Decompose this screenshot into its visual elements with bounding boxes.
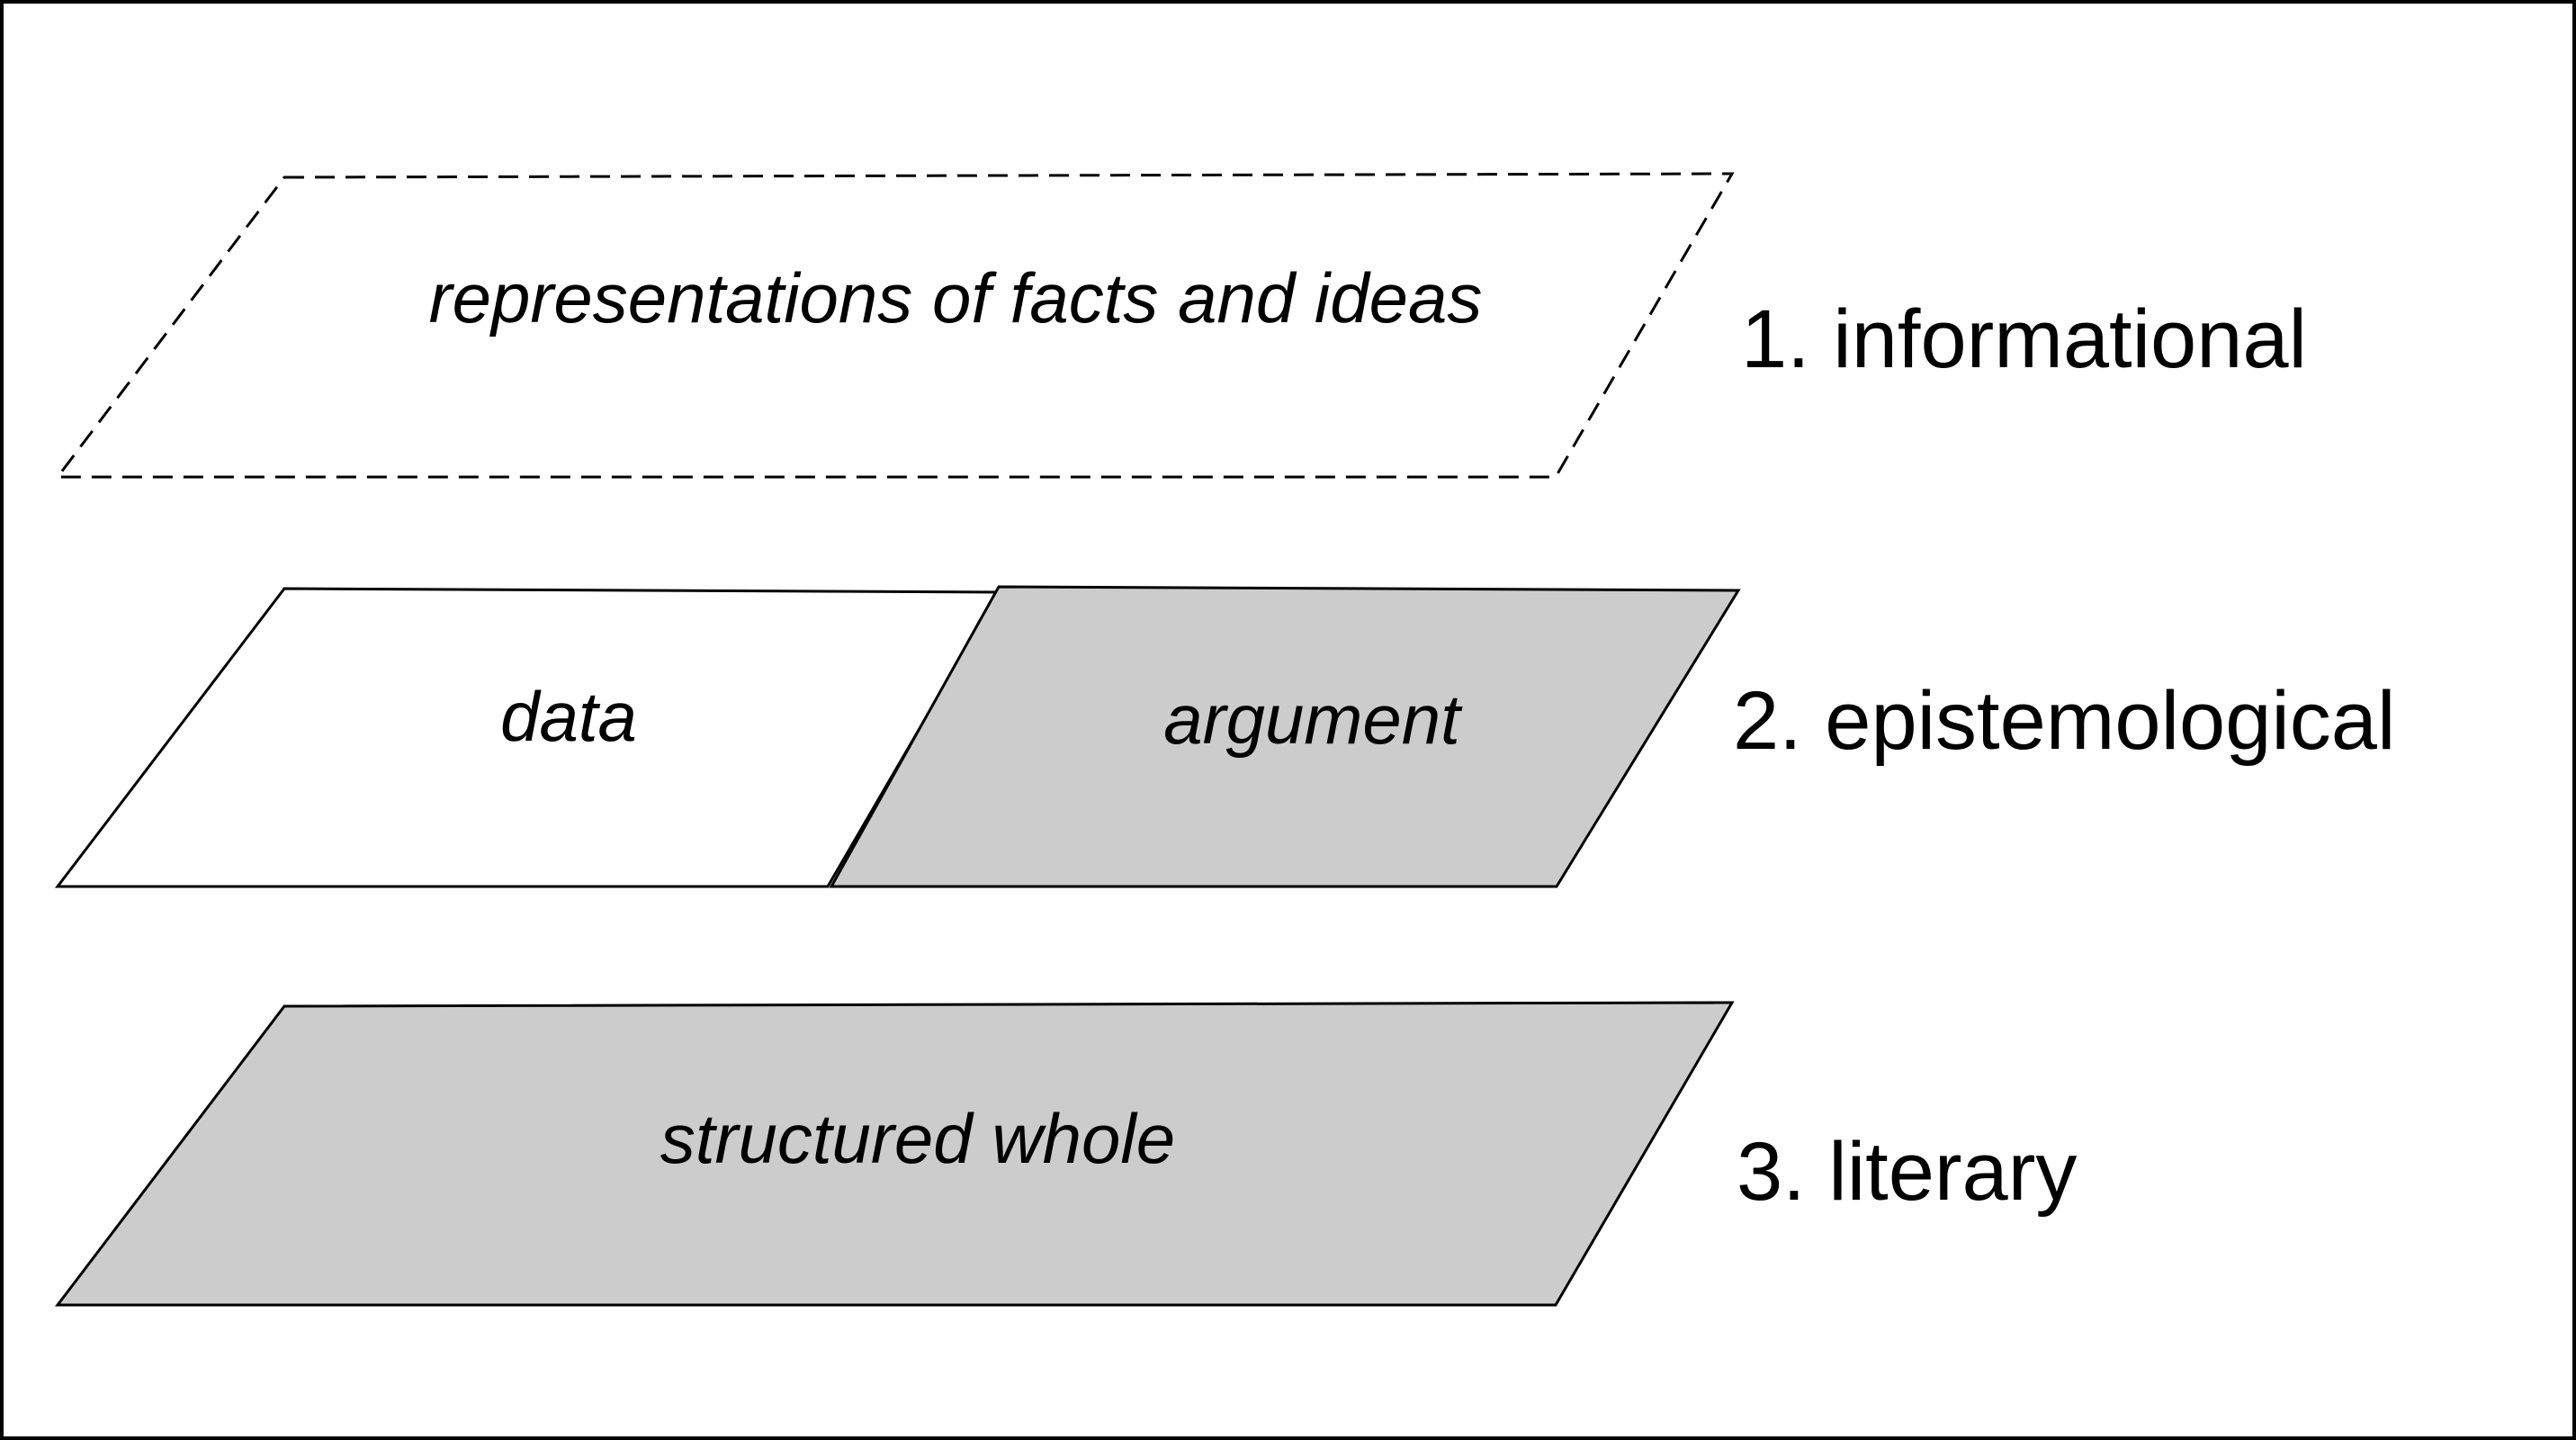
argument-parallelogram	[829, 585, 1741, 888]
layer-literary: structured whole 3. literary	[54, 1001, 2077, 1307]
data-content-label: data	[500, 677, 637, 756]
data-parallelogram	[54, 587, 1001, 888]
informational-parallelogram	[54, 172, 1735, 479]
literary-content-label: structured whole	[660, 1099, 1175, 1178]
literary-parallelogram	[54, 1001, 1735, 1307]
layer-informational: representations of facts and ideas 1. in…	[54, 172, 2307, 479]
informational-content-label: representations of facts and ideas	[429, 258, 1483, 338]
informational-layer-label: 1. informational	[1741, 293, 2307, 385]
argument-content-label: argument	[1163, 680, 1463, 759]
layer-epistemological: data argument 2. epistemological	[54, 585, 2395, 888]
literary-layer-label: 3. literary	[1737, 1126, 2077, 1218]
epistemological-layer-label: 2. epistemological	[1733, 675, 2395, 767]
